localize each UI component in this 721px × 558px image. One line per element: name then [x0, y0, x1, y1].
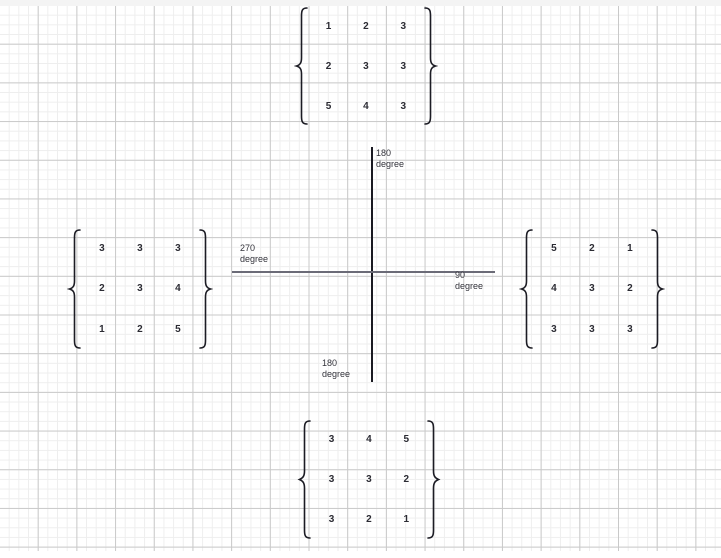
label-unit: degree [240, 254, 269, 264]
matrix-cell: 5 [175, 324, 181, 336]
matrix-cell: 5 [325, 100, 332, 112]
label-unit: degree [322, 369, 351, 379]
label-180-degree-bottom[interactable]: 180 degree [322, 358, 350, 380]
matrix-cell: 2 [403, 473, 410, 485]
left-curly-brace-icon [67, 228, 83, 350]
matrix-cell: 3 [366, 473, 372, 485]
matrix-cell: 3 [175, 242, 181, 254]
matrix-cell: 3 [328, 514, 335, 526]
matrix-cell: 3 [137, 242, 143, 254]
matrix-cells: 5 2 1 4 3 2 3 3 3 [535, 228, 649, 350]
matrix-cell: 2 [363, 20, 369, 32]
matrix-cell: 1 [627, 242, 633, 254]
label-number: 90 [455, 270, 466, 280]
matrix-cells: 3 4 5 3 3 2 3 2 1 [313, 419, 425, 540]
label-number: 180 [322, 358, 338, 368]
vertical-axis-line[interactable] [371, 147, 373, 382]
matrix-cell: 1 [99, 324, 105, 336]
horizontal-axis-line[interactable] [232, 271, 495, 273]
label-number: 270 [240, 243, 256, 253]
label-90-degree-right[interactable]: 90 degree [455, 270, 483, 292]
right-curly-brace-icon [422, 6, 438, 126]
matrix-cell: 5 [551, 242, 557, 254]
matrix-cell: 1 [403, 514, 410, 526]
matrix-cell: 2 [99, 283, 105, 295]
matrix-cell: 2 [366, 514, 372, 526]
matrix-cell: 4 [551, 283, 557, 295]
matrix-cell: 5 [403, 433, 410, 445]
right-curly-brace-icon [197, 228, 213, 350]
left-curly-brace-icon [294, 6, 310, 126]
graph-paper-grid [0, 6, 721, 551]
matrix-cell: 4 [363, 100, 369, 112]
matrix-cell: 1 [325, 20, 332, 32]
matrix-cells: 1 2 3 2 3 3 5 4 3 [310, 6, 422, 126]
matrix-cell: 3 [400, 100, 407, 112]
label-number: 180 [376, 148, 392, 158]
left-curly-brace-icon [519, 228, 535, 350]
label-180-degree-top[interactable]: 180 degree [376, 148, 404, 170]
matrix-cell: 3 [328, 433, 335, 445]
label-unit: degree [376, 159, 405, 169]
matrix-cell: 3 [589, 283, 595, 295]
matrix-cell: 3 [400, 20, 407, 32]
top-matrix[interactable]: 1 2 3 2 3 3 5 4 3 [294, 6, 438, 126]
canvas-bottom-edge [0, 551, 721, 558]
matrix-cell: 3 [328, 473, 335, 485]
matrix-cell: 4 [366, 433, 372, 445]
matrix-cells: 3 3 3 2 3 4 1 2 5 [83, 228, 197, 350]
matrix-cell: 2 [627, 283, 633, 295]
right-matrix[interactable]: 5 2 1 4 3 2 3 3 3 [519, 228, 665, 350]
matrix-cell: 2 [589, 242, 595, 254]
matrix-cell: 3 [400, 60, 407, 72]
label-270-degree-left[interactable]: 270 degree [240, 243, 268, 265]
bottom-matrix[interactable]: 3 4 5 3 3 2 3 2 1 [297, 419, 441, 540]
left-matrix[interactable]: 3 3 3 2 3 4 1 2 5 [67, 228, 213, 350]
matrix-cell: 2 [325, 60, 332, 72]
label-unit: degree [455, 281, 484, 291]
right-curly-brace-icon [649, 228, 665, 350]
matrix-cell: 3 [589, 324, 595, 336]
canvas-top-edge [0, 0, 721, 6]
matrix-cell: 3 [627, 324, 633, 336]
left-curly-brace-icon [297, 419, 313, 540]
matrix-cell: 3 [551, 324, 557, 336]
matrix-cell: 3 [99, 242, 105, 254]
matrix-cell: 2 [137, 324, 143, 336]
right-curly-brace-icon [425, 419, 441, 540]
matrix-cell: 3 [363, 60, 369, 72]
matrix-cell: 3 [137, 283, 143, 295]
matrix-cell: 4 [175, 283, 181, 295]
